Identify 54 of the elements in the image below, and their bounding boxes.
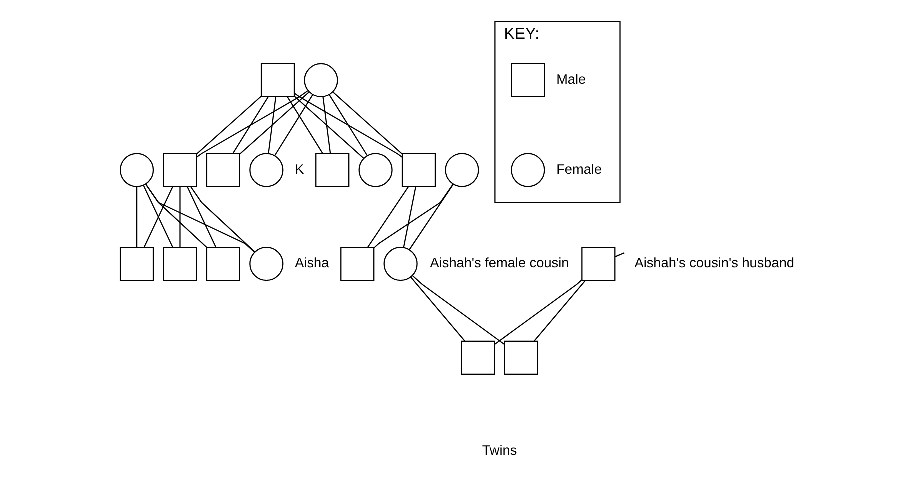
connector — [232, 96, 268, 154]
node-label: Male — [556, 72, 586, 88]
connector — [239, 92, 310, 155]
connector — [412, 275, 504, 345]
connector — [145, 184, 255, 253]
connector — [328, 94, 368, 156]
node-box — [119, 247, 154, 282]
node-text: Aishah's cousin's husband — [634, 256, 794, 271]
node-box — [510, 63, 545, 98]
node-label: K — [294, 162, 304, 177]
connector — [286, 96, 323, 154]
connector — [294, 96, 364, 160]
node-circle — [383, 247, 418, 282]
connector — [373, 184, 454, 249]
connector — [614, 252, 624, 258]
node-label: Aishah's female cousin — [430, 256, 569, 271]
node-circle — [249, 153, 284, 188]
node-box — [162, 153, 197, 188]
connector — [322, 96, 331, 154]
connector — [268, 97, 276, 154]
node-circle — [358, 153, 392, 188]
connector — [534, 280, 586, 342]
connector — [408, 184, 454, 250]
label: Twins — [482, 443, 517, 458]
node-box — [315, 153, 350, 188]
node-label: Female — [556, 162, 602, 177]
node-box — [401, 153, 436, 188]
connector — [367, 186, 409, 248]
connector — [332, 92, 402, 155]
node-box — [162, 247, 197, 282]
node-label: Aisha — [294, 256, 329, 271]
node-circle — [510, 153, 545, 188]
connector — [196, 90, 308, 158]
connector — [136, 186, 138, 248]
connector — [186, 186, 216, 248]
node-box — [340, 247, 374, 282]
node-box — [504, 340, 538, 375]
connector — [274, 94, 313, 156]
node-box — [581, 247, 616, 282]
connector — [196, 96, 262, 155]
connector — [410, 276, 465, 342]
connector — [494, 280, 582, 345]
node-box — [260, 63, 295, 98]
node-circle — [444, 153, 479, 188]
connector — [179, 186, 180, 248]
node-box — [206, 247, 240, 282]
node-circle — [249, 247, 284, 282]
connector — [294, 92, 402, 158]
node-box — [206, 153, 240, 188]
connector — [190, 186, 255, 253]
node-circle — [119, 153, 154, 188]
node-circle — [304, 63, 338, 98]
node-box — [460, 340, 495, 375]
connector — [402, 186, 416, 248]
